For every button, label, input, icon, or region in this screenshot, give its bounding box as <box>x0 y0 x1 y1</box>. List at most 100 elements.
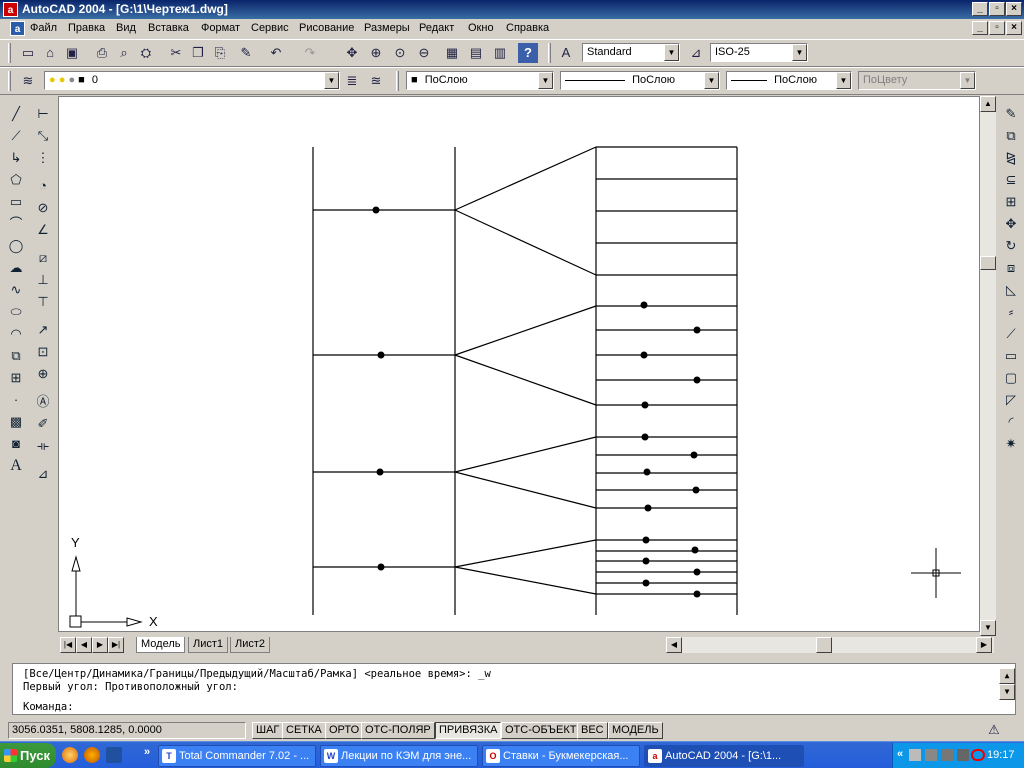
rotate-icon[interactable]: ↻ <box>1005 238 1017 253</box>
snap-toggle[interactable]: ШАГ <box>252 722 284 739</box>
clock[interactable]: 19:17 <box>987 749 1015 761</box>
scroll-up-arrow-icon[interactable]: ▲ <box>980 96 996 112</box>
linear-dimension-icon[interactable]: ⊢ <box>37 106 49 121</box>
text-style-combo[interactable]: Standard ▼ <box>582 43 680 62</box>
doc-minimize-button[interactable]: _ <box>972 21 988 35</box>
break-icon[interactable]: ▭ <box>1004 348 1018 363</box>
print-preview-icon[interactable]: ⌕ <box>120 45 128 60</box>
task-word-document[interactable]: W Лекции по КЭМ для эне... <box>320 745 478 767</box>
tab-layout2[interactable]: Лист2 <box>230 637 271 653</box>
lineweight-combo[interactable]: ПоСлою ▼ <box>726 71 852 90</box>
toolbar-grip[interactable] <box>548 43 551 63</box>
polygon-icon[interactable]: ⬠ <box>10 172 22 187</box>
toolbar-grip[interactable] <box>8 71 11 91</box>
menu-window[interactable]: Окно <box>468 22 494 34</box>
scale-icon[interactable]: ⧈ <box>1006 260 1016 275</box>
ortho-toggle[interactable]: ОРТО <box>325 722 364 739</box>
dimension-edit-icon[interactable]: Ⓐ <box>36 394 50 409</box>
command-prompt[interactable]: Команда: <box>23 701 74 713</box>
tray-app-icon[interactable] <box>909 749 921 761</box>
pan-icon[interactable]: ✥ <box>346 45 358 60</box>
toolbar-grip[interactable] <box>8 43 11 63</box>
offset-icon[interactable]: ⊆ <box>1005 172 1017 187</box>
tab-prev-icon[interactable]: ◀ <box>76 637 92 653</box>
chevron-down-icon[interactable]: ▼ <box>836 72 851 89</box>
move-icon[interactable]: ✥ <box>1005 216 1017 231</box>
cmd-scroll-down-icon[interactable]: ▼ <box>999 684 1015 700</box>
chevron-down-icon[interactable]: ▼ <box>324 72 339 89</box>
help-icon[interactable]: ? <box>518 43 538 63</box>
drawing-canvas[interactable]: Y X <box>58 96 980 632</box>
spline-icon[interactable]: ∿ <box>10 282 22 297</box>
model-toggle[interactable]: МОДЕЛЬ <box>608 722 663 739</box>
menu-view[interactable]: Вид <box>116 22 136 34</box>
quick-dimension-icon[interactable]: ⧄ <box>38 250 48 265</box>
insert-block-icon[interactable]: ⧉ <box>11 348 21 363</box>
coordinates-display[interactable]: 3056.0351, 5808.1285, 0.0000 <box>8 722 246 739</box>
color-combo[interactable]: ■ ПоСлою ▼ <box>406 71 554 90</box>
menu-dimension[interactable]: Размеры <box>364 22 410 34</box>
layer-previous-icon[interactable]: ≊ <box>370 73 382 88</box>
polar-toggle[interactable]: ОТС-ПОЛЯР <box>361 722 435 739</box>
redo-icon[interactable]: ↷ <box>304 45 316 60</box>
copy-object-icon[interactable]: ⧉ <box>1006 128 1016 143</box>
save-icon[interactable]: ▣ <box>65 45 79 60</box>
scroll-right-arrow-icon[interactable]: ▶ <box>976 637 992 653</box>
multiline-text-icon[interactable]: A <box>10 457 22 474</box>
stretch-icon[interactable]: ◺ <box>1006 282 1016 297</box>
cut-icon[interactable]: ✂ <box>170 45 182 60</box>
revision-cloud-icon[interactable]: ☁ <box>9 260 23 275</box>
floppy-icon[interactable] <box>106 747 122 763</box>
point-icon[interactable]: · <box>13 392 19 407</box>
firefox-icon[interactable] <box>62 747 78 763</box>
layer-manager-icon[interactable]: ≋ <box>22 73 34 88</box>
erase-icon[interactable]: ✎ <box>1005 106 1017 121</box>
ellipse-icon[interactable]: ⬭ <box>10 304 22 319</box>
autocad-icon[interactable]: a <box>3 2 18 17</box>
maximize-button[interactable]: ▫ <box>989 2 1005 16</box>
quicklaunch-more-icon[interactable]: » <box>144 746 151 758</box>
dim-style-icon[interactable]: ⊿ <box>690 45 702 60</box>
center-mark-icon[interactable]: ⊕ <box>37 366 49 381</box>
text-style-icon[interactable]: A <box>561 45 571 60</box>
trim-icon[interactable]: ⸗ <box>1008 304 1014 319</box>
tray-expand-icon[interactable]: « <box>897 748 904 760</box>
hatch-icon[interactable]: ▩ <box>9 414 23 429</box>
chevron-down-icon[interactable]: ▼ <box>792 44 807 61</box>
menu-insert[interactable]: Вставка <box>148 22 189 34</box>
antivirus-icon[interactable] <box>971 749 985 761</box>
dimension-text-edit-icon[interactable]: ✐ <box>37 416 49 431</box>
doc-close-button[interactable]: × <box>1006 21 1022 35</box>
match-properties-icon[interactable]: ✎ <box>240 45 252 60</box>
doc-restore-button[interactable]: ▫ <box>989 21 1005 35</box>
region-icon[interactable]: ◙ <box>12 436 20 451</box>
make-layer-current-icon[interactable]: ≣ <box>346 73 358 88</box>
start-button[interactable]: Пуск <box>0 743 56 768</box>
zoom-previous-icon[interactable]: ⊖ <box>418 45 430 60</box>
array-icon[interactable]: ⊞ <box>1005 194 1017 209</box>
tab-first-icon[interactable]: |◀ <box>60 637 76 653</box>
network-icon[interactable] <box>941 749 953 761</box>
horizontal-scrollbar[interactable]: ◀ ▶ <box>666 637 994 653</box>
design-center-icon[interactable]: ▤ <box>469 45 483 60</box>
explode-icon[interactable]: ✷ <box>1005 436 1017 451</box>
open-folder-icon[interactable]: ⌂ <box>46 45 54 60</box>
print-icon[interactable]: ⎙ <box>96 45 108 60</box>
polyline-icon[interactable]: ↳ <box>10 150 22 165</box>
hscroll-thumb[interactable] <box>816 637 832 653</box>
volume-icon[interactable] <box>957 749 969 761</box>
arc-icon[interactable]: ⌒ <box>9 216 23 231</box>
chevron-down-icon[interactable]: ▼ <box>704 72 719 89</box>
menu-modify[interactable]: Редакт <box>419 22 455 34</box>
tab-last-icon[interactable]: ▶| <box>108 637 124 653</box>
copy-icon[interactable]: ❐ <box>192 45 204 60</box>
radius-dimension-icon[interactable]: ◔ <box>39 178 47 193</box>
dim-style-combo[interactable]: ISO-25 ▼ <box>710 43 808 62</box>
ordinate-dimension-icon[interactable]: ⋮ <box>36 150 50 165</box>
fillet-icon[interactable]: ◜ <box>1008 414 1014 429</box>
lineweight-toggle[interactable]: ВЕС <box>577 722 608 739</box>
menu-file[interactable]: Файл <box>30 22 58 34</box>
undo-icon[interactable]: ↶ <box>270 45 282 60</box>
document-icon[interactable]: a <box>10 21 25 36</box>
aligned-dimension-icon[interactable]: ⤡ <box>37 128 49 143</box>
